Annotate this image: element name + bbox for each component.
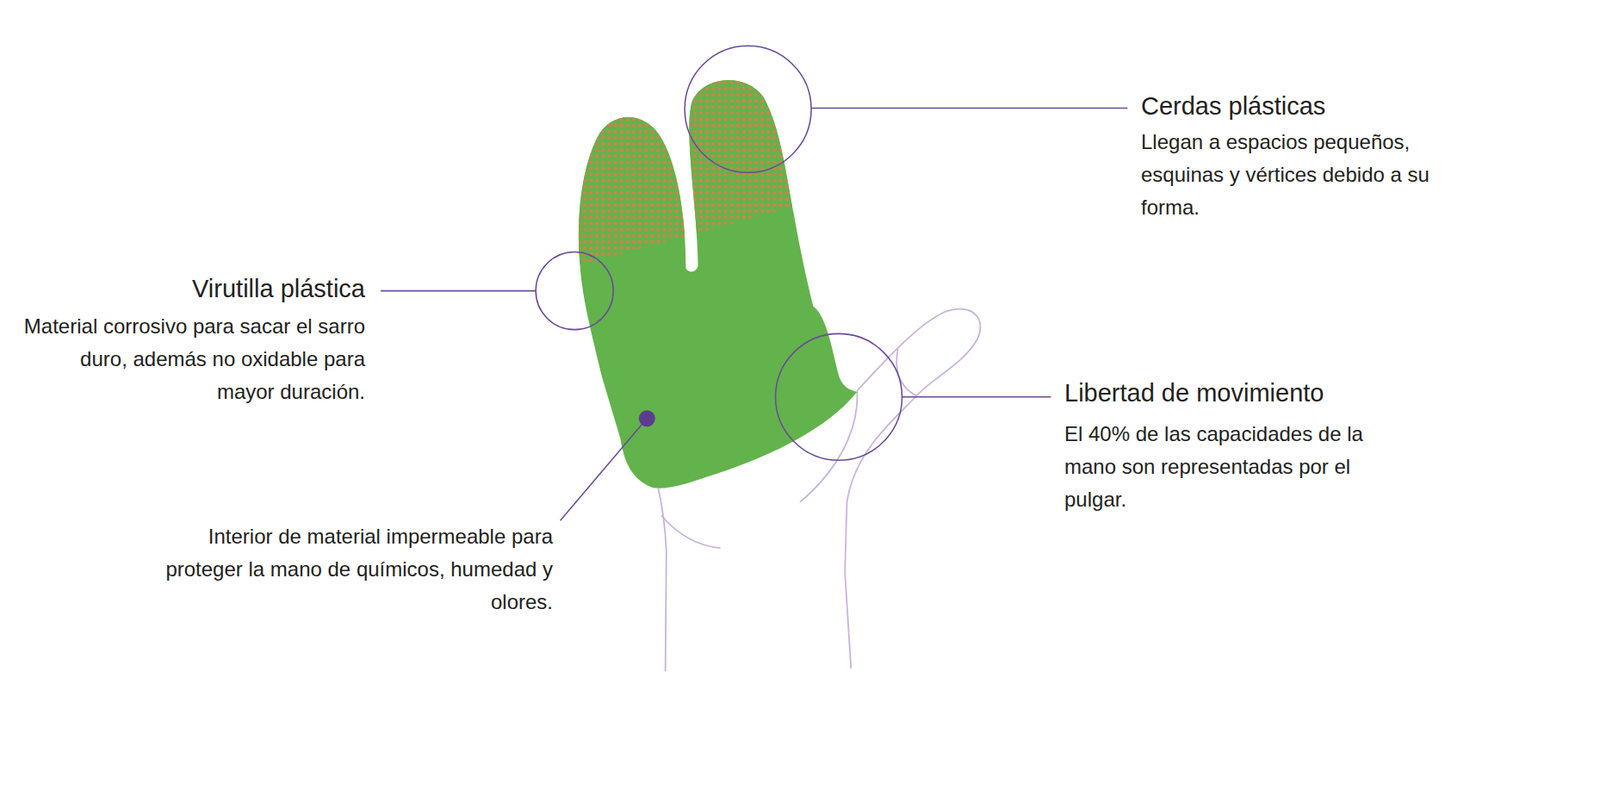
callout-dot	[638, 409, 656, 427]
callout-heading: Virutilla plástica	[20, 273, 366, 304]
callout-body: Material corrosivo para sacar el sarro d…	[20, 310, 366, 409]
callout-body: El 40% de las capacidades de la mano son…	[1064, 417, 1396, 516]
callout-markers	[380, 45, 1128, 521]
callout-heading: Libertad de movimiento	[1064, 378, 1547, 409]
callout-heading: Cerdas plásticas	[1141, 91, 1555, 122]
callout-body: Llegan a espacios pequeños, esquinas y v…	[1141, 125, 1439, 224]
callout-body: Interior de material impermeable para pr…	[156, 520, 553, 619]
bristle-area	[561, 40, 817, 269]
